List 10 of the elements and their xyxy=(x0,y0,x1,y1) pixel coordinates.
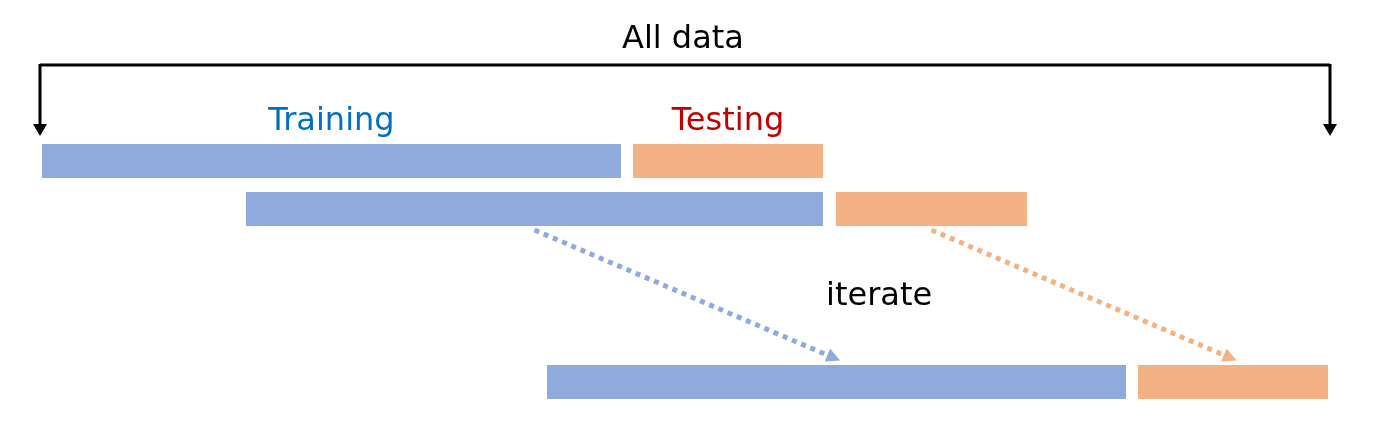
testing-bar xyxy=(1138,365,1328,399)
bar-label: Testing xyxy=(670,100,786,138)
bar-label: Training xyxy=(267,100,396,138)
iterate-label: iterate xyxy=(826,275,933,313)
training-bar xyxy=(547,365,1126,399)
training-bar xyxy=(246,192,823,226)
dotted-arrow xyxy=(533,227,841,362)
heading: All data xyxy=(622,18,744,56)
testing-bar xyxy=(836,192,1027,226)
dotted-arrow xyxy=(930,227,1237,362)
